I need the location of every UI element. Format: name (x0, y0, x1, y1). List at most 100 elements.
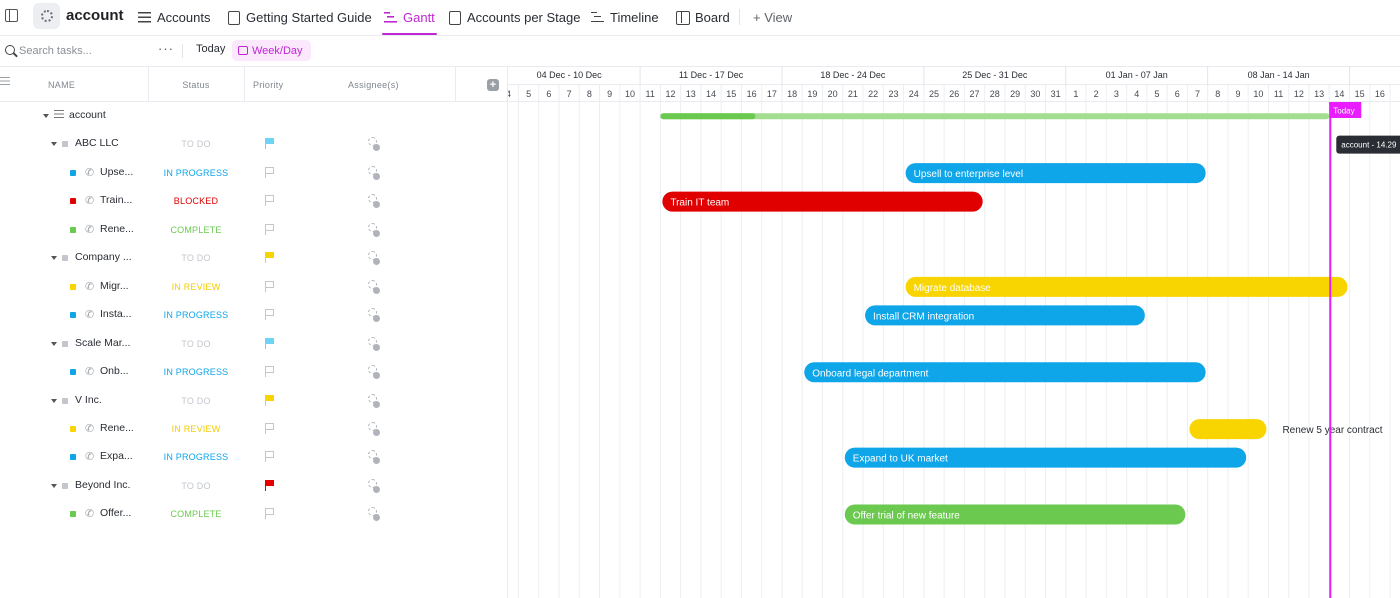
task-name[interactable]: Migr... (100, 279, 129, 292)
caret-down-icon[interactable] (51, 341, 57, 346)
add-assignee-icon[interactable] (366, 194, 380, 209)
list-name[interactable]: account (69, 109, 106, 121)
priority-flag-icon[interactable] (265, 366, 275, 378)
task-row[interactable]: ✆Migr...IN REVIEW (0, 273, 507, 301)
gantt-bar[interactable] (844, 447, 1247, 468)
tab-accounts-per-stage[interactable]: Accounts per Stage (448, 0, 580, 34)
caret-down-icon[interactable] (51, 398, 57, 403)
priority-flag-icon[interactable] (265, 280, 275, 292)
task-name[interactable]: Upse... (100, 165, 134, 178)
gantt-bar[interactable] (844, 504, 1186, 525)
priority-flag-icon[interactable] (265, 337, 275, 349)
task-name[interactable]: Offer... (100, 507, 132, 520)
summary-bar[interactable] (660, 113, 1330, 120)
today-marker[interactable] (1329, 102, 1362, 118)
add-assignee-icon[interactable] (366, 137, 380, 152)
status-badge[interactable]: IN PROGRESS (163, 452, 229, 463)
status-badge[interactable]: COMPLETE (170, 509, 222, 520)
task-name[interactable]: Insta... (100, 308, 132, 321)
add-assignee-icon[interactable] (366, 365, 380, 380)
add-assignee-icon[interactable] (366, 251, 380, 266)
status-badge[interactable]: IN PROGRESS (163, 367, 229, 378)
task-name[interactable]: Train... (100, 194, 133, 207)
tab-board[interactable]: Board (676, 0, 730, 34)
add-assignee-icon[interactable] (366, 478, 380, 493)
add-assignee-icon[interactable] (366, 336, 380, 351)
status-badge[interactable]: IN REVIEW (171, 281, 221, 292)
status-badge[interactable]: TO DO (181, 395, 211, 406)
gantt-bar[interactable] (905, 163, 1206, 184)
status-badge[interactable]: TO DO (181, 480, 211, 491)
gantt-bar[interactable] (1189, 419, 1267, 440)
task-row[interactable]: ✆Offer...COMPLETE (0, 500, 507, 528)
more-options-icon[interactable]: ··· (158, 41, 174, 56)
sidebar-toggle-icon[interactable] (5, 9, 18, 22)
tab-getting-started-guide[interactable]: Getting Started Guide (227, 0, 372, 34)
status-badge[interactable]: TO DO (181, 139, 211, 150)
priority-flag-icon[interactable] (265, 394, 275, 406)
add-assignee-icon[interactable] (366, 450, 380, 465)
add-assignee-icon[interactable] (366, 421, 380, 436)
group-name[interactable]: Company ... (75, 251, 132, 264)
priority-flag-icon[interactable] (265, 508, 275, 520)
tab-timeline[interactable]: Timeline (591, 0, 659, 34)
add-assignee-icon[interactable] (366, 507, 380, 522)
add-assignee-icon[interactable] (366, 279, 380, 294)
columns-icon[interactable] (0, 77, 10, 85)
add-column-button[interactable]: + (487, 79, 499, 91)
status-badge[interactable]: IN REVIEW (171, 423, 221, 434)
task-row[interactable]: ✆Rene...IN REVIEW (0, 415, 507, 443)
task-row[interactable]: ✆Rene...COMPLETE (0, 216, 507, 244)
space-avatar[interactable] (33, 3, 60, 29)
task-name[interactable]: Expa... (100, 450, 133, 463)
task-row[interactable]: ✆Insta...IN PROGRESS (0, 301, 507, 329)
list-row[interactable]: account (0, 102, 507, 130)
priority-flag-icon[interactable] (265, 252, 275, 264)
scale-dropdown[interactable]: Week/Day (232, 40, 311, 61)
task-row[interactable]: ✆Onb...IN PROGRESS (0, 358, 507, 386)
status-badge[interactable]: COMPLETE (170, 224, 222, 235)
group-row[interactable]: Beyond Inc. TO DO (0, 472, 507, 500)
search-input[interactable] (19, 42, 144, 60)
add-assignee-icon[interactable] (366, 308, 380, 323)
group-name[interactable]: Scale Mar... (75, 336, 131, 349)
priority-flag-icon[interactable] (265, 451, 275, 463)
group-row[interactable]: ABC LLC TO DO (0, 130, 507, 158)
caret-down-icon[interactable] (51, 483, 57, 488)
tab-accounts[interactable]: Accounts (138, 0, 210, 34)
pane-divider[interactable] (507, 66, 508, 598)
caret-down-icon[interactable] (43, 114, 49, 118)
priority-flag-icon[interactable] (265, 195, 275, 207)
group-name[interactable]: V Inc. (75, 393, 102, 406)
priority-flag-icon[interactable] (265, 479, 275, 491)
priority-flag-icon[interactable] (265, 422, 275, 434)
group-name[interactable]: ABC LLC (75, 137, 119, 150)
today-button[interactable]: Today (196, 43, 226, 55)
gantt-bar[interactable] (905, 276, 1348, 297)
gantt-bar[interactable] (804, 362, 1206, 383)
status-badge[interactable]: TO DO (181, 338, 211, 349)
column-header-assignees[interactable]: Assignee(s) (348, 79, 399, 90)
group-row[interactable]: Company ...TO DO (0, 244, 507, 272)
task-row[interactable]: ✆Train...BLOCKED (0, 187, 507, 215)
group-name[interactable]: Beyond Inc. (75, 478, 131, 491)
add-assignee-icon[interactable] (366, 393, 380, 408)
add-assignee-icon[interactable] (366, 222, 380, 237)
caret-down-icon[interactable] (51, 256, 57, 261)
priority-flag-icon[interactable] (265, 309, 275, 321)
space-title[interactable]: account (66, 7, 124, 24)
add-assignee-icon[interactable] (366, 165, 380, 180)
gantt-bar[interactable] (865, 305, 1145, 326)
tab-gantt[interactable]: Gantt (382, 0, 437, 35)
gantt-bar[interactable] (662, 191, 983, 212)
task-row[interactable]: ✆Expa...IN PROGRESS (0, 443, 507, 471)
task-name[interactable]: Rene... (100, 222, 134, 235)
column-header-status[interactable]: Status (182, 79, 210, 90)
group-row[interactable]: Scale Mar... TO DO (0, 330, 507, 358)
add-view-button[interactable]: + View (753, 9, 793, 25)
priority-flag-icon[interactable] (265, 166, 275, 178)
status-badge[interactable]: IN PROGRESS (163, 310, 229, 321)
caret-down-icon[interactable] (51, 142, 57, 147)
task-name[interactable]: Rene... (100, 421, 134, 434)
task-name[interactable]: Onb... (100, 365, 129, 378)
